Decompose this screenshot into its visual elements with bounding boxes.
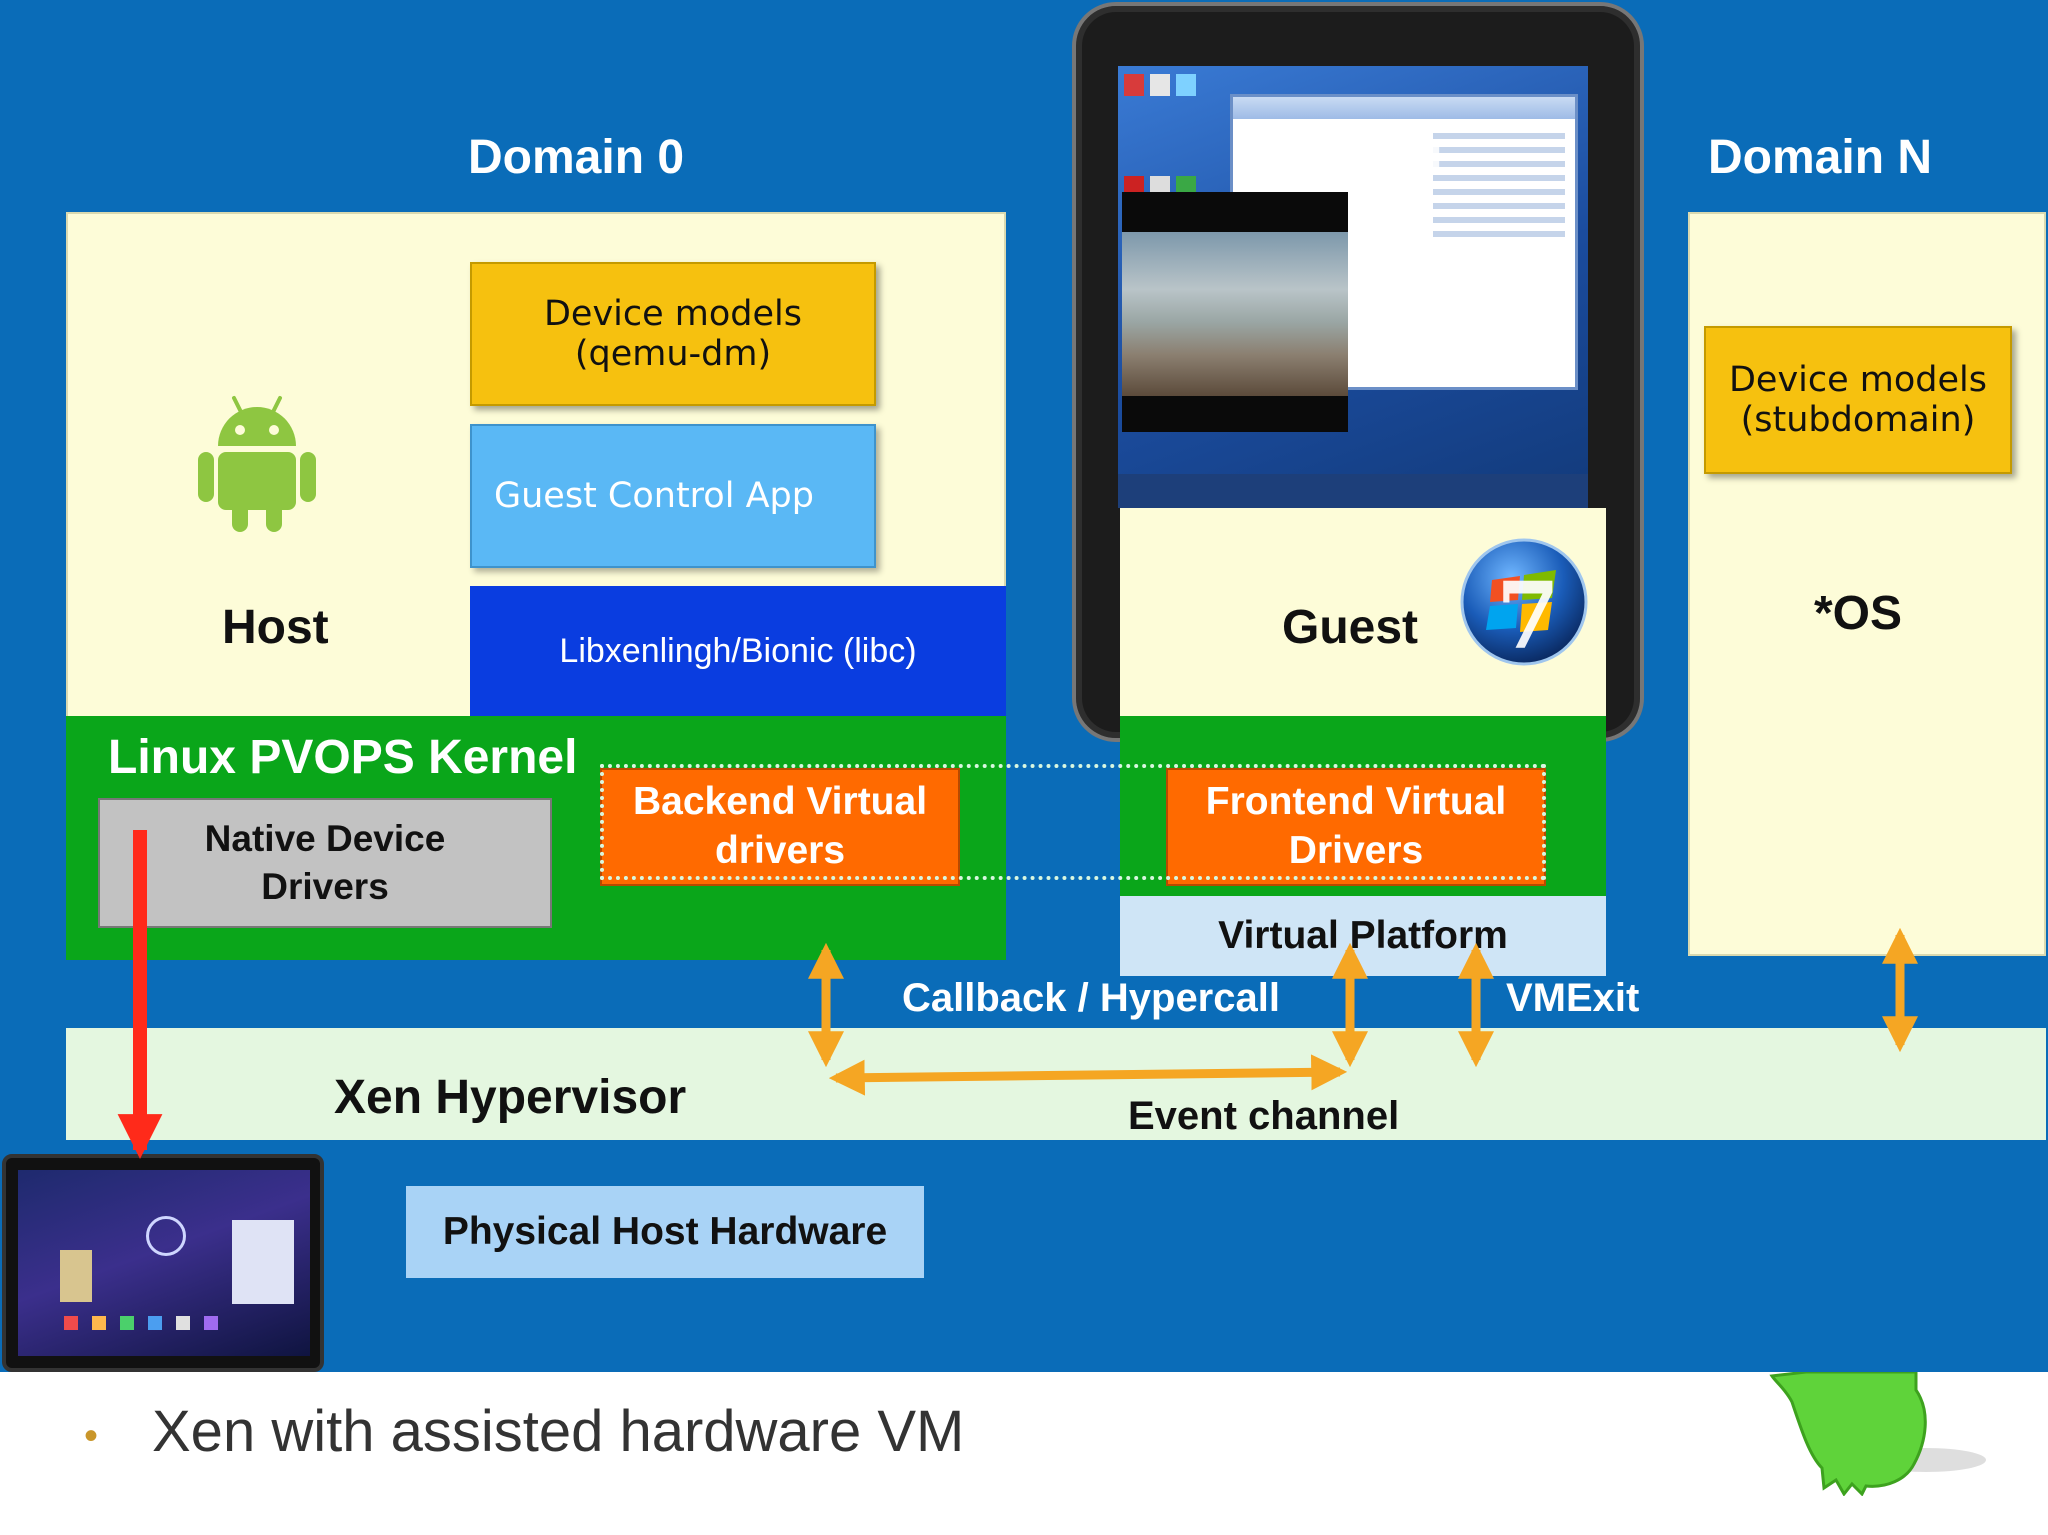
windows-screen [1118, 66, 1588, 508]
video-frame-horses [1122, 232, 1348, 396]
svg-text:7: 7 [1496, 562, 1560, 668]
clock-widget-icon [146, 1216, 186, 1256]
domain1-title: Domain 1 [1232, 131, 1449, 184]
device-models-stubdomain-box: Device models (stubdomain) [1704, 326, 2012, 474]
event-channel-label: Event channel [1128, 1094, 1400, 1138]
domain0-title: Domain 0 [468, 131, 685, 184]
native-device-drivers-box: Native Device Drivers [98, 798, 552, 928]
os-label: *OS [1814, 587, 1903, 640]
libc-box: Libxenlingh/Bionic (libc) [470, 586, 1006, 716]
vmexit-label: VMExit [1506, 976, 1640, 1020]
xen-panda-hand-icon [1769, 1372, 1986, 1496]
device-models-qemu-box: Device models (qemu-dm) [470, 262, 876, 406]
android-tablet [2, 1154, 324, 1372]
backend-virtual-drivers-box: Backend Virtual drivers [600, 768, 960, 886]
photo-widget [60, 1250, 92, 1302]
windows-taskbar [1118, 474, 1588, 508]
video-player [1122, 192, 1348, 432]
event-channel-arrow [828, 1054, 1348, 1096]
bullet-marker: • [84, 1414, 99, 1458]
callback-hypercall-label: Callback / Hypercall [902, 976, 1280, 1020]
bullet-text: Xen with assisted hardware VM [152, 1399, 965, 1464]
windows7-icon: 7 [1460, 538, 1588, 668]
frontend-virtual-drivers-box: Frontend Virtual Drivers [1166, 768, 1546, 886]
kernel-title: Linux PVOPS Kernel [108, 731, 578, 784]
xen-hypervisor-label: Xen Hypervisor [334, 1071, 687, 1124]
android-icon [198, 396, 316, 532]
physical-host-hardware-box: Physical Host Hardware [406, 1186, 924, 1278]
guest-control-app-box: Guest Control App [470, 424, 876, 568]
virtual-driver-channel [600, 764, 1546, 880]
app-dock [64, 1316, 264, 1332]
android-home-screen [18, 1170, 310, 1356]
domainN-title: Domain N [1708, 131, 1933, 184]
host-label: Host [222, 601, 329, 654]
list-widget [232, 1220, 294, 1304]
guest-label: Guest [1282, 601, 1419, 654]
